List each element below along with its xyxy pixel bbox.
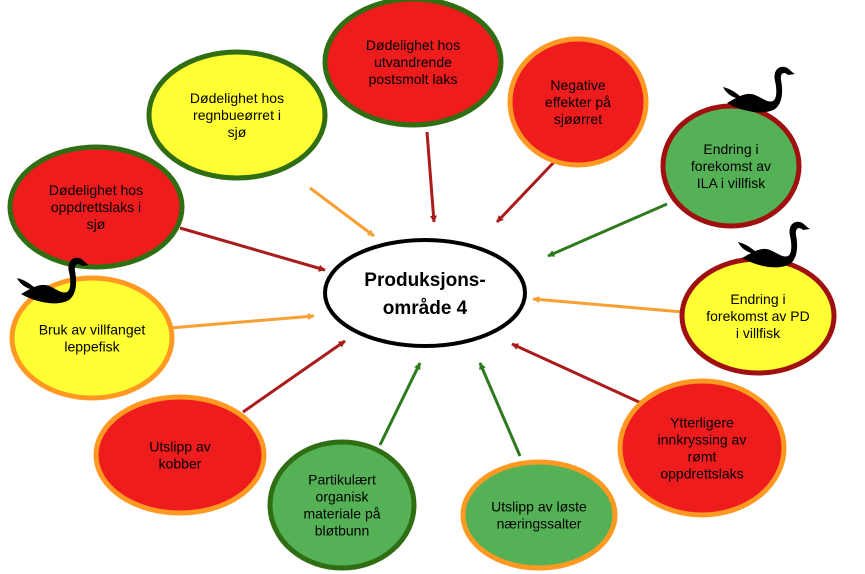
node-ellipse bbox=[660, 103, 802, 229]
node-label-line: Bruk av villfanget bbox=[39, 322, 146, 338]
node-ellipse bbox=[617, 378, 787, 518]
node-label-line: sjø bbox=[228, 124, 247, 140]
black-swan-icon bbox=[17, 257, 89, 304]
node-label-line: Negative bbox=[550, 77, 605, 93]
node-label-line: kobber bbox=[159, 456, 202, 472]
center-ellipse bbox=[323, 238, 527, 348]
node-label-line: forekomst av bbox=[691, 158, 771, 174]
arrow-copper bbox=[242, 339, 346, 414]
node-label-line: Endring i bbox=[703, 141, 758, 157]
node-label-line: Partikulært bbox=[308, 472, 376, 488]
arrow-interbreeding bbox=[511, 342, 653, 410]
node-label-line: Dødelighet hos bbox=[190, 90, 284, 106]
node-label-line: bløtbunn bbox=[315, 523, 369, 539]
node-label-line: postsmolt laks bbox=[369, 71, 458, 87]
arrow-postsmolt bbox=[425, 131, 438, 223]
node-label-line: organisk bbox=[316, 489, 370, 505]
node-label-line: sjø bbox=[87, 216, 106, 232]
node-ellipse bbox=[9, 275, 175, 401]
node-label-line: næringssalter bbox=[497, 516, 582, 532]
arrow-rainbow-trout bbox=[309, 186, 375, 238]
node-ellipse bbox=[322, 0, 504, 128]
node-label-line: Utslipp av bbox=[149, 439, 210, 455]
arrow-organic bbox=[378, 362, 422, 446]
node-label-line: i villfisk bbox=[736, 325, 781, 341]
center-title-line-1: Produksjons- bbox=[364, 270, 485, 291]
node-label-line: regnbueørret i bbox=[193, 107, 281, 123]
node-label-line: leppefisk bbox=[64, 339, 120, 355]
node-label-line: Ytterligere bbox=[670, 415, 734, 431]
node-ellipse bbox=[267, 439, 417, 571]
node-label-line: sjøørret bbox=[554, 111, 602, 127]
node-ellipse bbox=[7, 144, 185, 270]
swans-layer bbox=[17, 66, 810, 304]
arrows-layer bbox=[169, 131, 684, 457]
center-node: Produksjons- område 4 bbox=[323, 238, 527, 348]
node-label-line: Dødelighet hos bbox=[49, 182, 143, 198]
node-label-line: effekter på bbox=[545, 94, 611, 110]
node-label-line: ILA i villfisk bbox=[697, 175, 766, 191]
black-swan-icon bbox=[723, 66, 795, 113]
arrow-nutrients bbox=[478, 362, 522, 457]
node-label-line: innkryssing av bbox=[658, 432, 747, 448]
node-ellipse bbox=[93, 394, 267, 516]
center-title-line-2: område 4 bbox=[383, 298, 468, 319]
node-ellipse bbox=[460, 459, 618, 571]
node-label-line: materiale på bbox=[303, 506, 380, 522]
node-label-line: rømt bbox=[688, 449, 717, 465]
node-label-line: forekomst av PD bbox=[706, 308, 809, 324]
black-swan-icon bbox=[738, 221, 810, 268]
node-label-line: oppdrettslaks i bbox=[51, 199, 141, 215]
arrow-ila bbox=[547, 202, 668, 258]
arrow-wrasse bbox=[169, 313, 315, 330]
node-label-line: utvandrende bbox=[374, 54, 452, 70]
node-ellipse bbox=[507, 36, 649, 168]
arrow-farmed-salmon bbox=[179, 226, 326, 272]
node-label-line: Utslipp av løste bbox=[491, 499, 587, 515]
node-label-line: Dødelighet hos bbox=[366, 37, 460, 53]
arrow-pd bbox=[532, 296, 684, 314]
node-ellipse bbox=[146, 49, 328, 181]
node-label-line: Endring i bbox=[730, 291, 785, 307]
node-label-line: oppdrettslaks bbox=[660, 466, 743, 482]
arrow-sea-trout bbox=[495, 158, 558, 224]
